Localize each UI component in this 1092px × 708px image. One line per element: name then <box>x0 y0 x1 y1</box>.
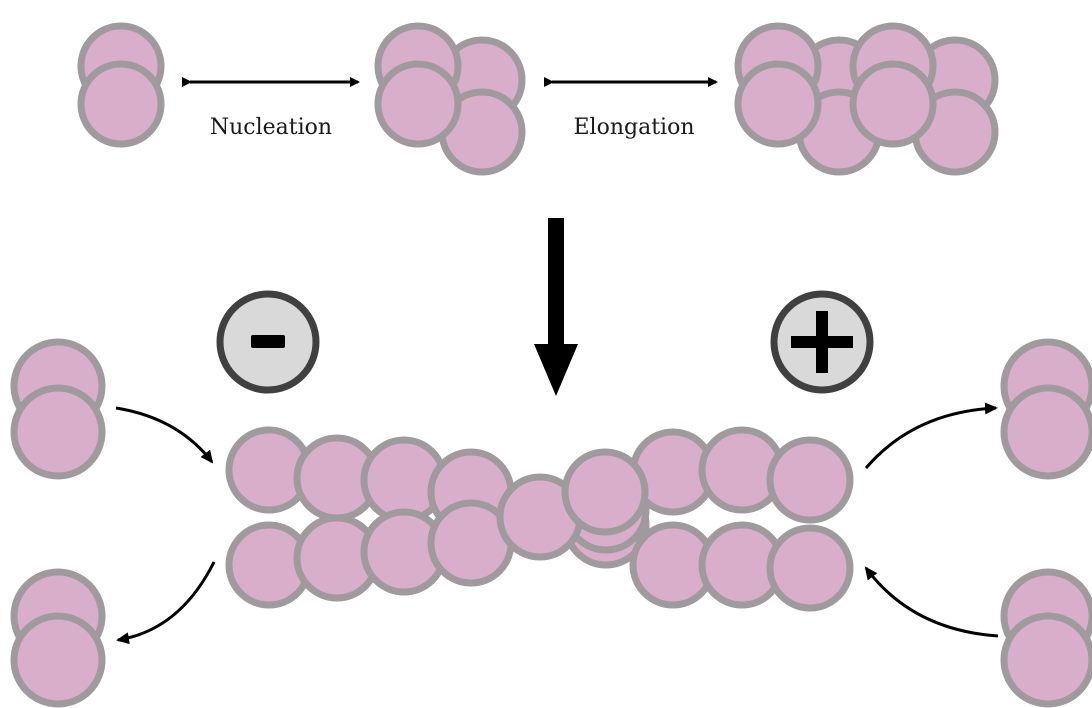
monomer-dimer <box>81 26 161 144</box>
actin-subunit <box>81 64 161 144</box>
actin-subunit <box>565 452 645 532</box>
minus-sign-icon <box>220 294 316 390</box>
minus-end-dissociation-arrow <box>118 562 214 640</box>
actin-filament <box>229 430 850 608</box>
actin-subunit <box>14 388 102 476</box>
monomer-dimer-left-bottom <box>14 572 102 704</box>
actin-subunit <box>853 64 933 144</box>
monomer-dimer-right-top <box>1004 342 1092 476</box>
actin-subunit <box>1004 388 1092 476</box>
actin-subunit <box>770 440 850 520</box>
actin-subunit <box>378 64 458 144</box>
plus-end-dissociation-arrow <box>866 408 996 468</box>
plus-sign-icon <box>774 294 870 390</box>
actin-subunit <box>770 528 850 608</box>
minus-end-association-arrow <box>116 408 212 462</box>
plus-end-association-arrow <box>866 568 998 636</box>
monomer-dimer-left-top <box>14 342 102 476</box>
monomer-dimer-right-bottom <box>1004 572 1092 704</box>
actin-subunit <box>14 616 102 704</box>
nucleation-label: Nucleation <box>210 115 332 140</box>
actin-subunit <box>1004 616 1092 704</box>
short-filament <box>738 26 995 172</box>
down-arrow-icon <box>534 218 578 396</box>
elongation-label: Elongation <box>574 115 695 140</box>
nucleus-cluster <box>378 26 522 172</box>
actin-subunit <box>738 64 818 144</box>
